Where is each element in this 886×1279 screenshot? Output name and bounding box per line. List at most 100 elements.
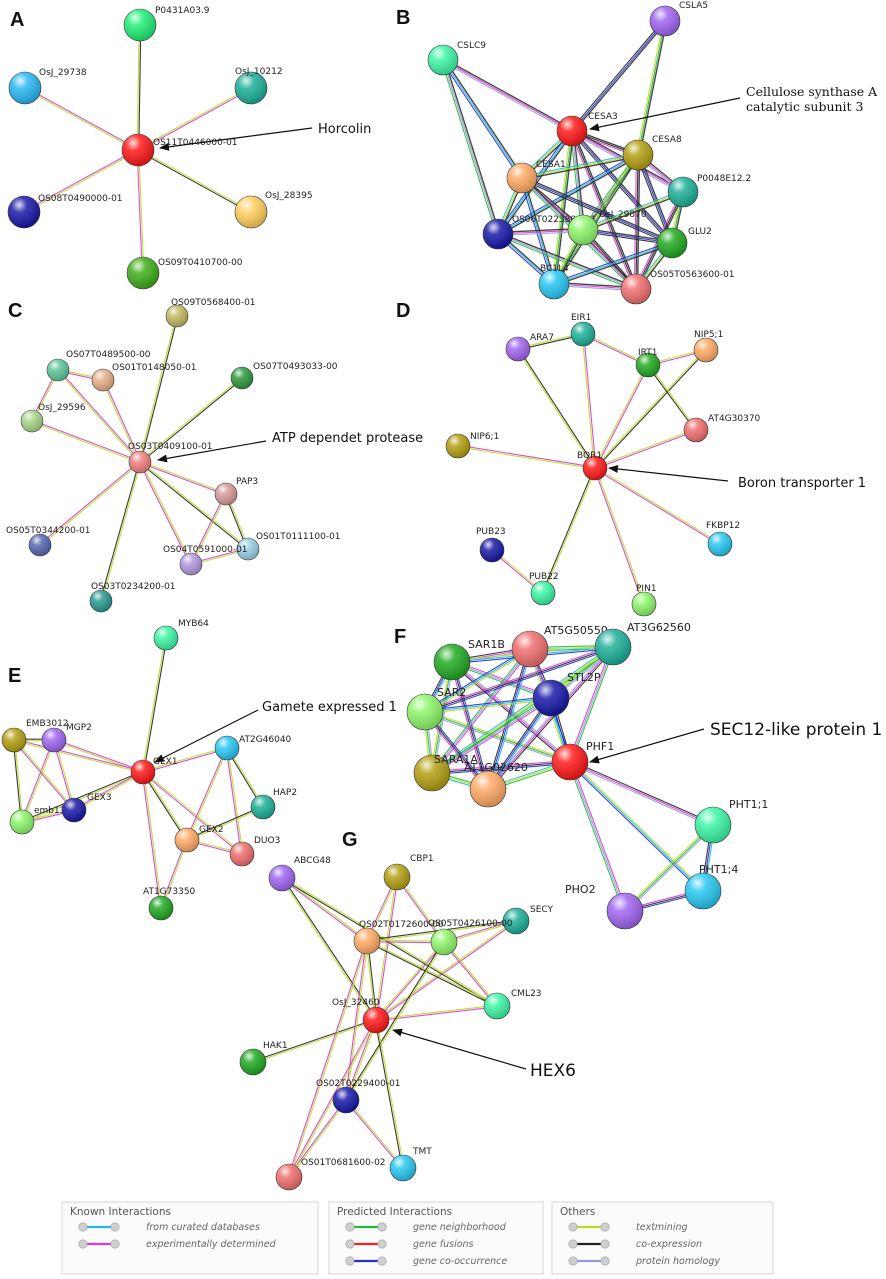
annotation-gex1-text: Gamete expressed 1	[262, 700, 397, 715]
node-emb1381[interactable]: emb1381	[9, 806, 77, 835]
network-edge	[424, 644, 614, 715]
node-sar2[interactable]: SAR2	[406, 686, 466, 731]
node-gex1[interactable]: GEX1	[130, 757, 178, 785]
node-nip5-1[interactable]: NIP5;1	[693, 330, 723, 363]
node-at1g73350[interactable]: AT1G73350	[143, 887, 196, 921]
node-irt1[interactable]: IRT1	[635, 348, 661, 378]
network-edge	[424, 709, 571, 765]
node-at1g02620[interactable]: AT1G02620	[464, 761, 528, 808]
node-label: PHT1;1	[729, 798, 768, 811]
node-cesa8[interactable]: CESA8	[622, 135, 682, 171]
node-phf1[interactable]: PHF1	[551, 740, 614, 781]
node-stl2p[interactable]: STL2P	[532, 671, 601, 717]
node-at2g46040[interactable]: AT2G46040	[214, 735, 292, 761]
node-cesa1[interactable]: CESA1	[506, 160, 566, 194]
node-os07t0493033-00[interactable]: OS07T0493033-00	[230, 362, 338, 390]
node-os02t0229400-01[interactable]: OS02T0229400-01	[316, 1079, 401, 1114]
node-pht1-1[interactable]: PHT1;1	[694, 798, 768, 844]
network-edge	[541, 467, 597, 594]
node-os03t0234200-01[interactable]: OS03T0234200-01	[89, 582, 176, 613]
node-fkbp12[interactable]: FKBP12	[706, 521, 740, 557]
node-label: BOR1	[577, 451, 602, 461]
network-edge	[441, 57, 574, 133]
node-p0431a03-9[interactable]: P0431A03.9	[123, 6, 210, 42]
node-bor1[interactable]: BOR1	[577, 451, 608, 481]
legend-item: gene co-occurrence	[345, 1256, 507, 1267]
network-edge	[516, 348, 597, 469]
node-duo3[interactable]: DUO3	[229, 836, 280, 867]
node-osj-29870[interactable]: OsJ_29870	[567, 210, 647, 246]
node-os08t0490000-01[interactable]: OS08T0490000-01	[7, 194, 123, 229]
node-csla5[interactable]: CSLA5	[649, 1, 708, 37]
node-os01t0681600-02[interactable]: OS01T0681600-02	[275, 1158, 386, 1191]
node-emb3012[interactable]: EMB3012	[1, 719, 69, 753]
annotation-atp: ATP dependet protease	[157, 431, 423, 463]
node-mgp2[interactable]: MGP2	[41, 723, 92, 753]
node-at5g50550[interactable]: AT5G50550	[511, 624, 608, 668]
node-label: OsJ_29738	[39, 68, 87, 78]
node-nip6-1[interactable]: NIP6;1	[445, 432, 499, 459]
node-secy[interactable]: SECY	[502, 905, 554, 935]
node-cbp1[interactable]: CBP1	[383, 854, 434, 891]
node-cml23[interactable]: CML23	[483, 989, 542, 1020]
node-os07t0489500-00[interactable]: OS07T0489500-00	[46, 350, 151, 382]
node-sara1a[interactable]: SARA1A	[413, 753, 478, 792]
node-pht1-4[interactable]: PHT1;4	[684, 863, 738, 910]
node-cesa3[interactable]: CESA3	[556, 112, 618, 147]
node-label: OsJ_29596	[38, 403, 86, 413]
node-osj-29738[interactable]: OsJ_29738	[8, 68, 87, 105]
node-label: CML23	[511, 989, 542, 999]
node-os05t0344200-01[interactable]: OS05T0344200-01	[6, 526, 91, 557]
node-p0048e12-2[interactable]: P0048E12.2	[667, 174, 751, 208]
network-edge	[137, 86, 252, 152]
node-ara7[interactable]: ARA7	[505, 333, 554, 362]
network-edge	[594, 466, 721, 546]
node-glu2[interactable]: GLU2	[656, 227, 712, 259]
node-pap3[interactable]: PAP3	[214, 477, 258, 506]
node-os03t0409100-01[interactable]: OS03T0409100-01	[128, 442, 213, 474]
node-os04t0591000-01[interactable]: OS04T0591000-01	[163, 545, 248, 576]
node-label: PHT1;4	[699, 863, 738, 876]
node-os11t0446000-01[interactable]: OS11T0446000-01	[121, 133, 238, 167]
node-os09t0568400-01[interactable]: OS09T0568400-01	[165, 298, 256, 328]
network-edge	[486, 696, 553, 791]
node-at4g30370[interactable]: AT4G30370	[683, 414, 761, 443]
node-pub22[interactable]: PUB22	[529, 572, 559, 606]
node-bc1l4[interactable]: BC1L4	[538, 264, 570, 300]
node-cslc9[interactable]: CSLC9	[427, 41, 486, 76]
node-at3g62560[interactable]: AT3G62560	[594, 621, 691, 666]
node-osj-29596[interactable]: OsJ_29596	[20, 403, 86, 433]
node-os09t0410700-00[interactable]: OS09T0410700-00	[126, 256, 243, 290]
network-edge	[141, 637, 168, 773]
node-os05t0426100-00[interactable]: OS05T0426100-00	[428, 919, 513, 956]
node-osj-32460[interactable]: OsJ_32460	[332, 998, 390, 1034]
node-gex2[interactable]: GEX2	[174, 825, 224, 853]
node-label: CSLC9	[457, 41, 486, 51]
node-osj-10212[interactable]: OsJ_10212	[234, 67, 283, 105]
node-pho2[interactable]: PHO2	[565, 883, 644, 930]
node-label: OS01T0148050-01	[112, 363, 197, 373]
node-os01t0148050-01[interactable]: OS01T0148050-01	[91, 363, 197, 392]
node-label: ARA7	[530, 333, 554, 343]
node-gex3[interactable]: GEX3	[61, 793, 112, 823]
node-sar1b[interactable]: SAR1B	[433, 638, 505, 681]
node-abcg48[interactable]: ABCG48	[268, 856, 331, 892]
node-label: OS07T0493033-00	[253, 362, 338, 372]
node-os02t0172600-00[interactable]: OS02T0172600-00	[353, 920, 444, 955]
node-os05t0563600-01[interactable]: OS05T0563600-01	[620, 270, 735, 305]
legend-item-label: gene fusions	[413, 1239, 474, 1250]
node-hak1[interactable]: HAK1	[239, 1041, 288, 1076]
node-osj-28395[interactable]: OsJ_28395	[234, 191, 313, 229]
node-eir1[interactable]: EIR1	[570, 313, 596, 347]
node-os01t0111100-01[interactable]: OS01T0111100-01	[236, 532, 341, 561]
node-tmt[interactable]: TMT	[389, 1147, 432, 1182]
node-myb64[interactable]: MYB64	[153, 619, 209, 651]
network-edge	[139, 460, 249, 551]
node-hap2[interactable]: HAP2	[250, 788, 297, 820]
node-os06t0223800-01[interactable]: OS06T0223800-01	[482, 215, 597, 250]
legend-item: textmining	[568, 1222, 688, 1233]
node-pub23[interactable]: PUB23	[476, 527, 506, 563]
node-pin1[interactable]: PIN1	[631, 584, 657, 617]
